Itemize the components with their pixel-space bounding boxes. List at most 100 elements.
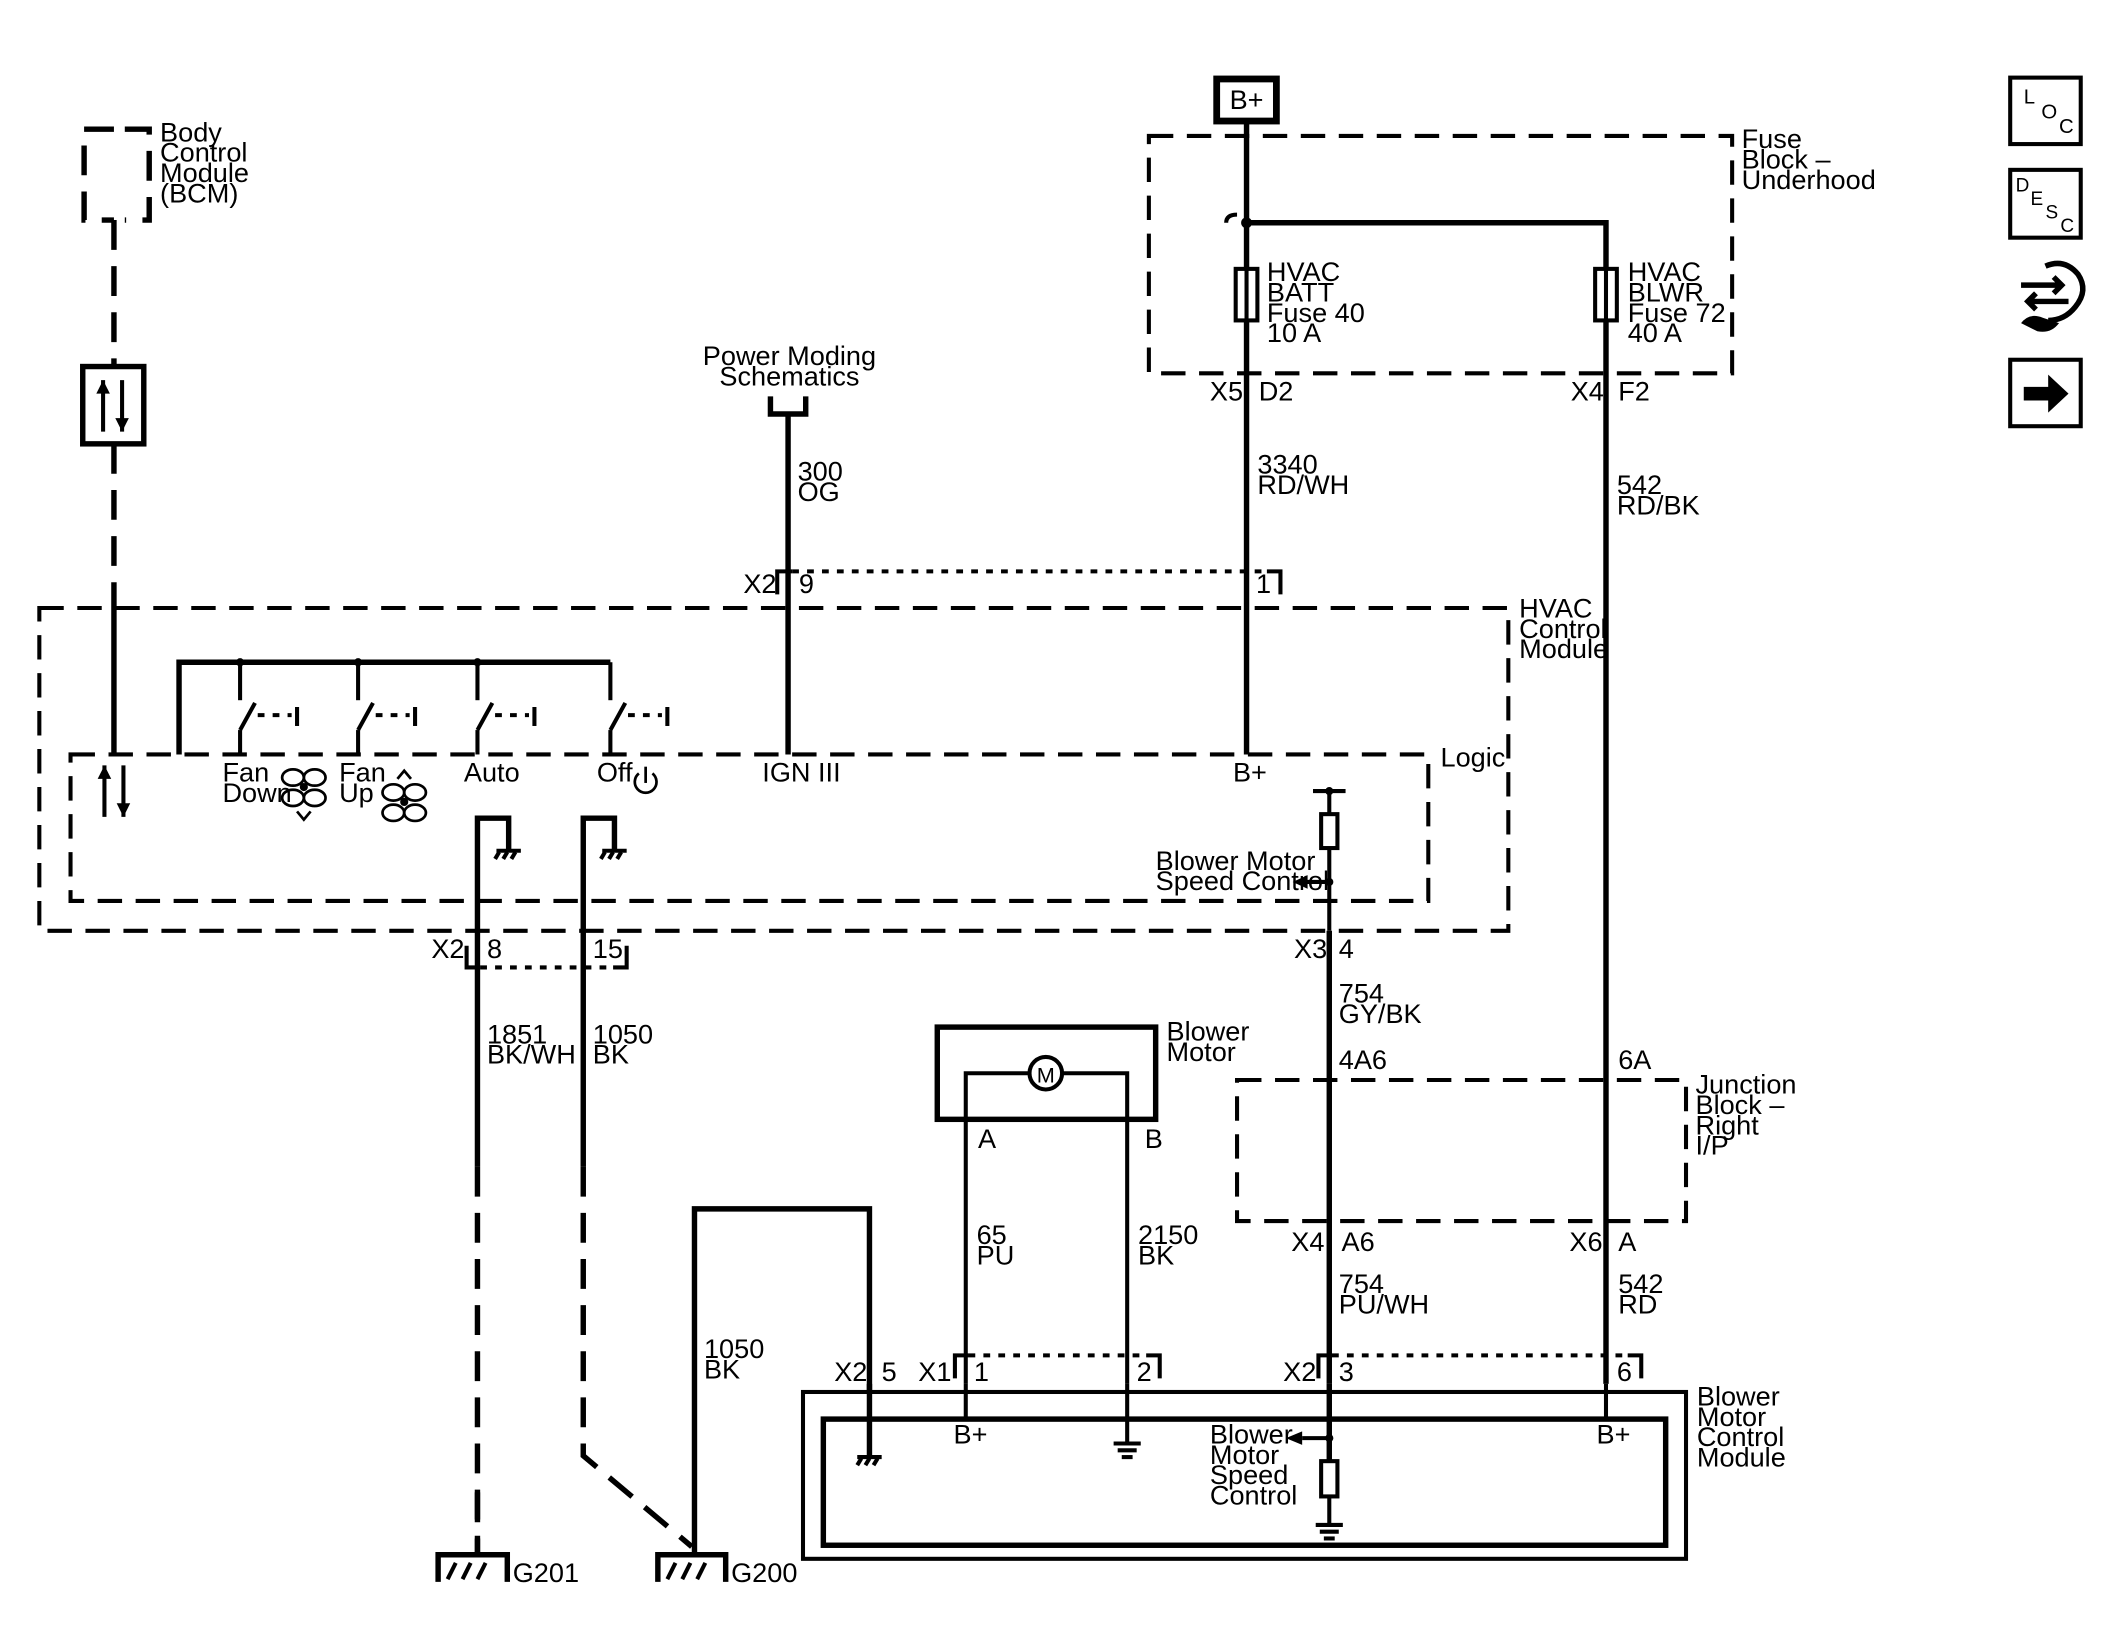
wire-1050b-circuit: 1050 (704, 1333, 764, 1364)
wire-542-color: RD/BK (1617, 489, 1700, 520)
switch-fan-down (236, 658, 300, 755)
arrow-right-icon (2023, 374, 2069, 413)
pin-d2: D2 (1259, 375, 1294, 406)
bmcm-label-2: Motor (1697, 1401, 1766, 1432)
pin-a6: A6 (1341, 1226, 1374, 1257)
connector-x1: X1 (918, 1356, 951, 1387)
bcm-label-4: (BCM) (160, 177, 238, 208)
desc-icon-s: S (2045, 203, 2058, 224)
motor-pin-b: B (1145, 1123, 1163, 1154)
connector-x3: X3 (1294, 933, 1327, 964)
fuse72-label-1: HVAC (1628, 256, 1701, 287)
fuse72-label-4: 40 A (1628, 317, 1683, 348)
switch-fan-up (354, 658, 418, 755)
fuse40-label-4: 10 A (1267, 317, 1322, 348)
motor-m-label: M (1037, 1063, 1055, 1088)
connector-x2-top: X2 (743, 568, 776, 599)
hvac-connector-x2-top: X2 9 1 (743, 568, 1283, 599)
bmcm-label-4: Module (1697, 1442, 1786, 1473)
wire-754-color: GY/BK (1339, 998, 1422, 1029)
switch-off (608, 662, 670, 755)
fuse72-label-2: BLWR (1628, 276, 1704, 307)
fuse-block-underhood: B+ Fuse Block – Underhood HVAC BATT Fuse… (1146, 75, 1876, 1384)
connector-x2-bmcm: X2 (834, 1356, 867, 1387)
hvac-speed-control-label-2: Speed Control (1156, 865, 1329, 896)
junction-block-right-ip: 4A6 6A Junction Block – Right I/P X4 A6 … (1235, 1044, 1796, 1319)
bmcm-speed-label-2: Motor (1210, 1439, 1279, 1470)
blower-motor-label-2: Motor (1167, 1036, 1236, 1067)
pin-8: 8 (487, 933, 502, 964)
wire-542-circuit: 542 (1617, 469, 1662, 500)
bmcm-connectors: X2 5 X1 1 2 X2 3 6 (834, 1353, 1644, 1387)
power-moding-label-1: Power Moding (703, 340, 876, 371)
fuse-block-label-2: Block – (1742, 143, 1832, 174)
ground-g201: G201 (435, 1492, 579, 1588)
desc-button[interactable]: D E S C (2008, 167, 2083, 240)
blower-motor-control-module: Blower Motor Control Module B+ Blower Mo… (800, 1381, 1786, 1561)
pin-6a: 6A (1618, 1044, 1652, 1075)
fan-down-label-2: Down (222, 777, 291, 808)
g201-label: G201 (513, 1557, 579, 1588)
wire-1851-color: BK/WH (487, 1039, 576, 1070)
bmcm-chassis-ground-symbol (1113, 1441, 1141, 1460)
blower-motor-label-1: Blower (1167, 1016, 1250, 1047)
bmcm-bplus-2: B+ (1596, 1419, 1630, 1450)
wire-542b-circuit: 542 (1618, 1268, 1663, 1299)
junction-label-4: I/P (1696, 1130, 1729, 1161)
pin-15: 15 (593, 933, 623, 964)
bmcm-speed-label-4: Control (1210, 1480, 1297, 1511)
ground-g200: G200 (655, 1552, 797, 1588)
connector-x2-bottom: X2 (431, 933, 464, 964)
blower-motor: Blower Motor M A B 65 PU 2150 BK (934, 1016, 1250, 1384)
wire-2150-color: BK (1138, 1239, 1174, 1270)
motor-pin-a: A (978, 1123, 997, 1154)
wire-3340-color: RD/WH (1257, 469, 1349, 500)
connector-x5: X5 (1210, 375, 1243, 406)
bmcm-speed-label-3: Speed (1210, 1459, 1288, 1490)
pin-5: 5 (882, 1356, 897, 1387)
connector-x6: X6 (1569, 1226, 1602, 1257)
g200-label: G200 (731, 1557, 797, 1588)
logic-ground-1 (474, 815, 521, 931)
serial-data-arrows-icon (97, 765, 131, 817)
wire-1050-color: BK (593, 1039, 629, 1070)
junction-label-3: Right (1696, 1109, 1760, 1140)
wire-1050-circuit: 1050 (593, 1018, 653, 1049)
pin-4a6: 4A6 (1339, 1044, 1387, 1075)
bcm-label-3: Module (160, 157, 249, 188)
fan-down-icon (280, 768, 327, 822)
fan-up-label-1: Fan (339, 757, 386, 788)
hvac-label-3: Module (1519, 633, 1608, 664)
logic-label: Logic (1441, 742, 1506, 773)
hvac-label-2: Control (1519, 613, 1606, 644)
fuse-block-label-1: Fuse (1742, 123, 1802, 154)
hvac-label-1: HVAC (1519, 592, 1592, 623)
hvac-speed-control-label-1: Blower Motor (1156, 845, 1316, 876)
power-icon (633, 766, 658, 795)
wire-2150-circuit: 2150 (1138, 1219, 1198, 1250)
desc-icon-c: C (2060, 216, 2074, 237)
pin-3: 3 (1339, 1356, 1354, 1387)
wire-754-circuit: 754 (1339, 978, 1384, 1009)
hvac-connector-x2-bottom: X2 8 15 1851 BK/WH 1050 BK (431, 930, 694, 1554)
bmcm-label-3: Control (1697, 1421, 1784, 1452)
wire-3340-circuit: 3340 (1257, 449, 1317, 480)
pin-9: 9 (799, 568, 814, 599)
wire-754-path: X3 4 754 GY/BK (1294, 930, 1422, 1384)
connector-x4-junction: X4 (1291, 1226, 1324, 1257)
wire-1851-circuit: 1851 (487, 1018, 547, 1049)
loc-icon-c: C (2059, 116, 2074, 138)
power-moding-reference: Power Moding Schematics 300 OG (703, 340, 876, 755)
bcm-label-1: Body (160, 116, 222, 147)
auto-label: Auto (464, 757, 520, 788)
pin-4: 4 (1339, 933, 1354, 964)
pin-2: 2 (1137, 1356, 1152, 1387)
next-arrow-button[interactable] (2008, 357, 2083, 429)
connector-icon-button[interactable] (2021, 260, 2086, 332)
off-label: Off (597, 757, 633, 788)
loc-button[interactable]: L O C (2008, 75, 2083, 147)
fuse40-label-3: Fuse 40 (1267, 297, 1365, 328)
bmcm-bplus-1: B+ (954, 1419, 988, 1450)
loc-icon-l: L (2024, 86, 2035, 108)
